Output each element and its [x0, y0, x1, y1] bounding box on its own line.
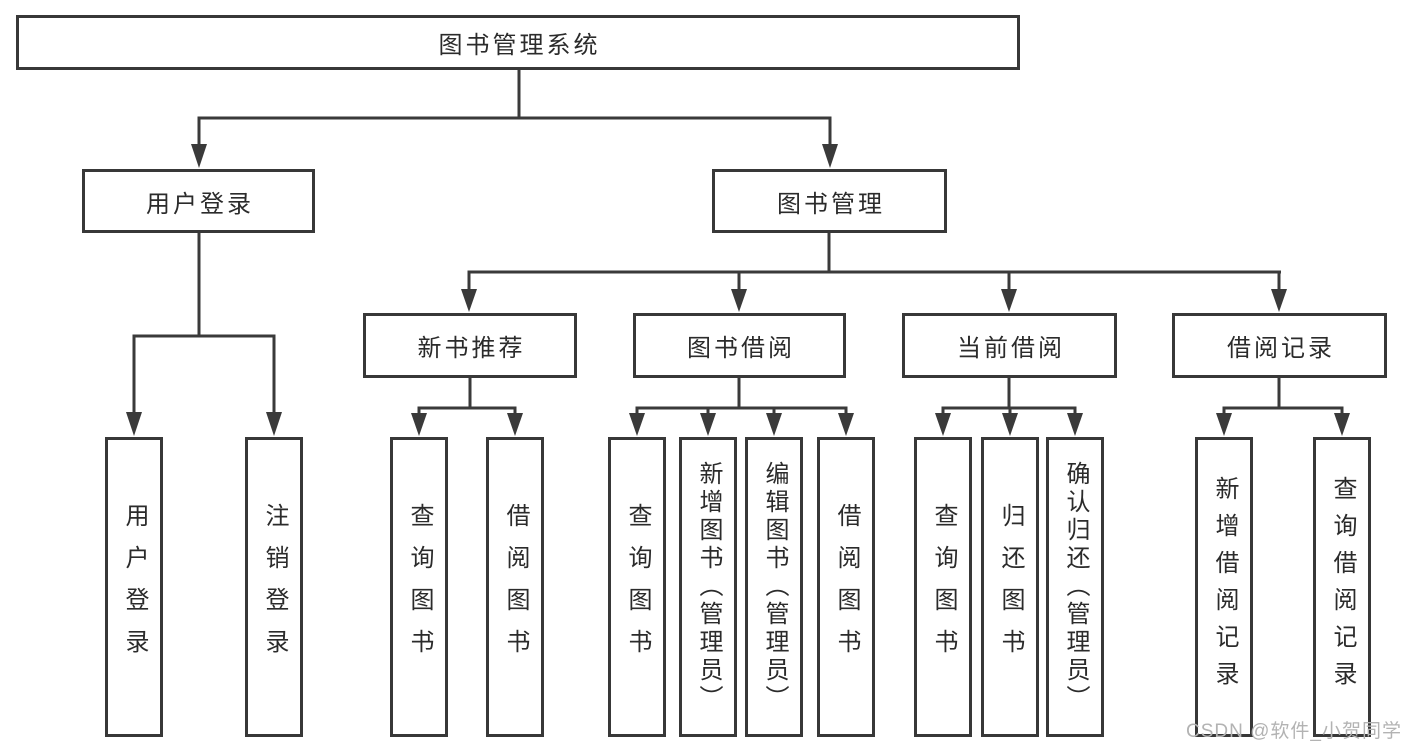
- arrowhead: [411, 413, 427, 436]
- node-borrowing-records: 借阅记录: [1172, 313, 1387, 378]
- leaf-return-books: 归还图书: [981, 437, 1039, 737]
- node-label: 查询图书: [624, 503, 651, 671]
- arrowhead: [700, 413, 716, 436]
- leaf-query-books-borrow: 查询图书: [608, 437, 666, 737]
- leaf-edit-books-admin: 编辑图书（管理员）: [745, 437, 803, 737]
- node-label: 新书推荐: [417, 335, 526, 362]
- connector-book-management-to-level3: [461, 233, 1287, 312]
- arrowhead: [1271, 289, 1287, 312]
- leaf-query-borrow-record: 查询借阅记录: [1313, 437, 1371, 737]
- node-label: 用户登录: [146, 190, 254, 218]
- arrowhead: [1334, 413, 1350, 436]
- leaf-query-books-current: 查询图书: [914, 437, 972, 737]
- node-label: 新增图书（管理员）: [695, 461, 722, 713]
- node-label: 归还图书: [997, 503, 1024, 671]
- node-label: 查询借阅记录: [1329, 476, 1356, 698]
- node-label: 编辑图书（管理员）: [761, 461, 788, 713]
- node-label: 注销登录: [261, 503, 288, 671]
- connector-book-borrowing-to-leaves: [629, 378, 854, 436]
- arrowhead: [766, 413, 782, 436]
- connector-borrowing-records-to-leaves: [1216, 378, 1350, 436]
- arrowhead: [731, 289, 747, 312]
- arrowhead: [191, 144, 207, 168]
- leaf-query-books-recommend: 查询图书: [390, 437, 448, 737]
- node-new-book-recommendation: 新书推荐: [363, 313, 577, 378]
- arrowhead: [507, 413, 523, 436]
- node-library-management-system: 图书管理系统: [16, 15, 1020, 70]
- node-user-login: 用户登录: [82, 169, 315, 233]
- node-label: 当前借阅: [957, 335, 1065, 362]
- watermark: CSDN @软件_小贺同学: [1186, 721, 1402, 742]
- leaf-logout: 注销登录: [245, 437, 303, 737]
- node-label: 图书管理系统: [438, 32, 601, 59]
- arrowhead: [935, 413, 951, 436]
- node-book-management: 图书管理: [712, 169, 947, 233]
- node-label: 查询图书: [406, 503, 433, 671]
- connector-new-book-recommendation-to-leaves: [411, 378, 523, 436]
- arrowhead: [266, 412, 282, 436]
- arrowhead: [1002, 413, 1018, 436]
- arrowhead: [838, 413, 854, 436]
- node-label: 借阅图书: [833, 503, 860, 671]
- connector-root-to-level2: [191, 70, 838, 168]
- node-label: 新增借阅记录: [1211, 476, 1238, 698]
- node-label: 用户登录: [121, 503, 148, 671]
- node-current-borrowing: 当前借阅: [902, 313, 1117, 378]
- arrowhead: [1001, 289, 1017, 312]
- arrowhead: [126, 412, 142, 436]
- arrowhead: [1067, 413, 1083, 436]
- arrowhead: [461, 289, 477, 312]
- leaf-user-login: 用户登录: [105, 437, 163, 737]
- node-label: 借阅记录: [1227, 335, 1335, 362]
- node-book-borrowing: 图书借阅: [633, 313, 846, 378]
- leaf-add-borrow-record: 新增借阅记录: [1195, 437, 1253, 737]
- node-label: 查询图书: [930, 503, 957, 671]
- arrowhead: [1216, 413, 1232, 436]
- arrowhead: [629, 413, 645, 436]
- leaf-confirm-return-admin: 确认归还（管理员）: [1046, 437, 1104, 737]
- node-label: 图书管理: [777, 190, 885, 218]
- leaf-add-books-admin: 新增图书（管理员）: [679, 437, 737, 737]
- leaf-borrow-books-recommend: 借阅图书: [486, 437, 544, 737]
- leaf-borrow-books: 借阅图书: [817, 437, 875, 737]
- node-label: 确认归还（管理员）: [1062, 461, 1089, 713]
- arrowhead: [822, 144, 838, 168]
- node-label: 借阅图书: [502, 503, 529, 671]
- connector-current-borrowing-to-leaves: [935, 378, 1083, 436]
- node-label: 图书借阅: [687, 335, 795, 362]
- connector-user-login-to-leaves: [126, 232, 282, 436]
